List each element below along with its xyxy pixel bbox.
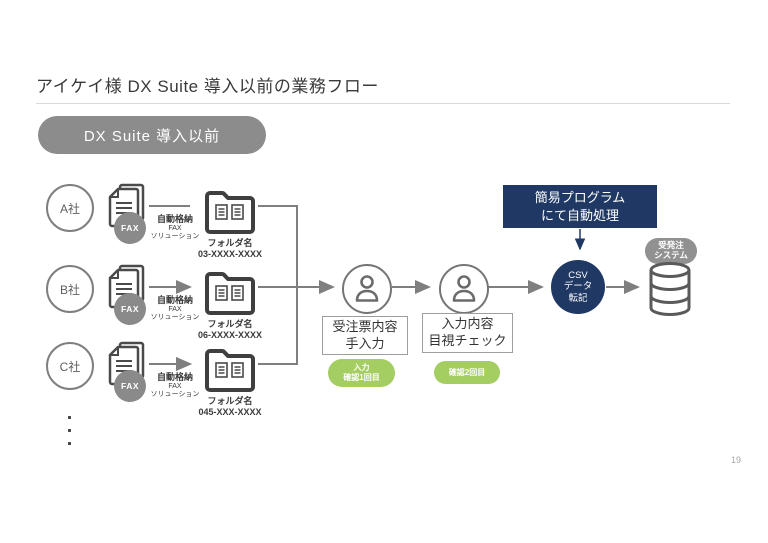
flow-row-company-a: A社 FAX 自動格納 FAX ソリューション フォルダ名	[46, 160, 286, 262]
csv-transfer-circle: CSV データ 転記	[551, 260, 605, 314]
step1-box: 受注票内容 手入力	[322, 316, 408, 355]
company-circle: A社	[46, 184, 94, 232]
folder-label: フォルダ名 06-XXXX-XXXX	[197, 319, 263, 340]
folder-label: フォルダ名 03-XXXX-XXXX	[197, 238, 263, 259]
fax-badge: FAX	[114, 293, 146, 325]
flow-row-company-b: B社 FAX 自動格納 FAX ソリューション フォルダ名	[46, 241, 286, 343]
step1-check-badge: 入力 確認1回目	[328, 359, 395, 387]
page-number: 19	[731, 455, 742, 465]
folder-icon	[205, 349, 255, 392]
order-system-badge: 受発注 システム	[645, 238, 697, 264]
title-divider	[36, 103, 730, 104]
company-label: B社	[59, 282, 80, 297]
step2-box: 入力内容 目視チェック	[422, 313, 513, 353]
company-circle: B社	[46, 265, 94, 313]
stage-pill-label: DX Suite 導入以前	[83, 127, 221, 145]
folder-label: フォルダ名 045-XXX-XXXX	[198, 396, 262, 417]
folder-bus-connector	[258, 205, 298, 365]
stage-pill: DX Suite 導入以前	[38, 116, 266, 154]
folder-icon	[205, 272, 255, 315]
fax-badge: FAX	[114, 370, 146, 402]
operator1-person-icon	[342, 264, 392, 314]
database-icon	[649, 262, 691, 316]
fax-solution-label: 自動格納 FAX ソリューション	[150, 372, 200, 399]
vertical-ellipsis	[68, 416, 71, 445]
company-label: A社	[59, 201, 80, 216]
page-title: アイケイ様 DX Suite 導入以前の業務フロー	[36, 77, 379, 96]
company-circle: C社	[46, 342, 94, 390]
folder-icon	[205, 191, 255, 234]
operator2-person-icon	[439, 264, 489, 314]
company-label: C社	[59, 359, 81, 374]
step2-check-badge: 確認2回目	[434, 361, 500, 384]
fax-solution-label: 自動格納 FAX ソリューション	[150, 214, 200, 241]
fax-solution-label: 自動格納 FAX ソリューション	[150, 295, 200, 322]
program-box: 簡易プログラム にて自動処理	[503, 185, 657, 228]
flow-row-company-c: C社 FAX 自動格納 FAX ソリューション フォルダ名	[46, 318, 286, 420]
fax-badge: FAX	[114, 212, 146, 244]
